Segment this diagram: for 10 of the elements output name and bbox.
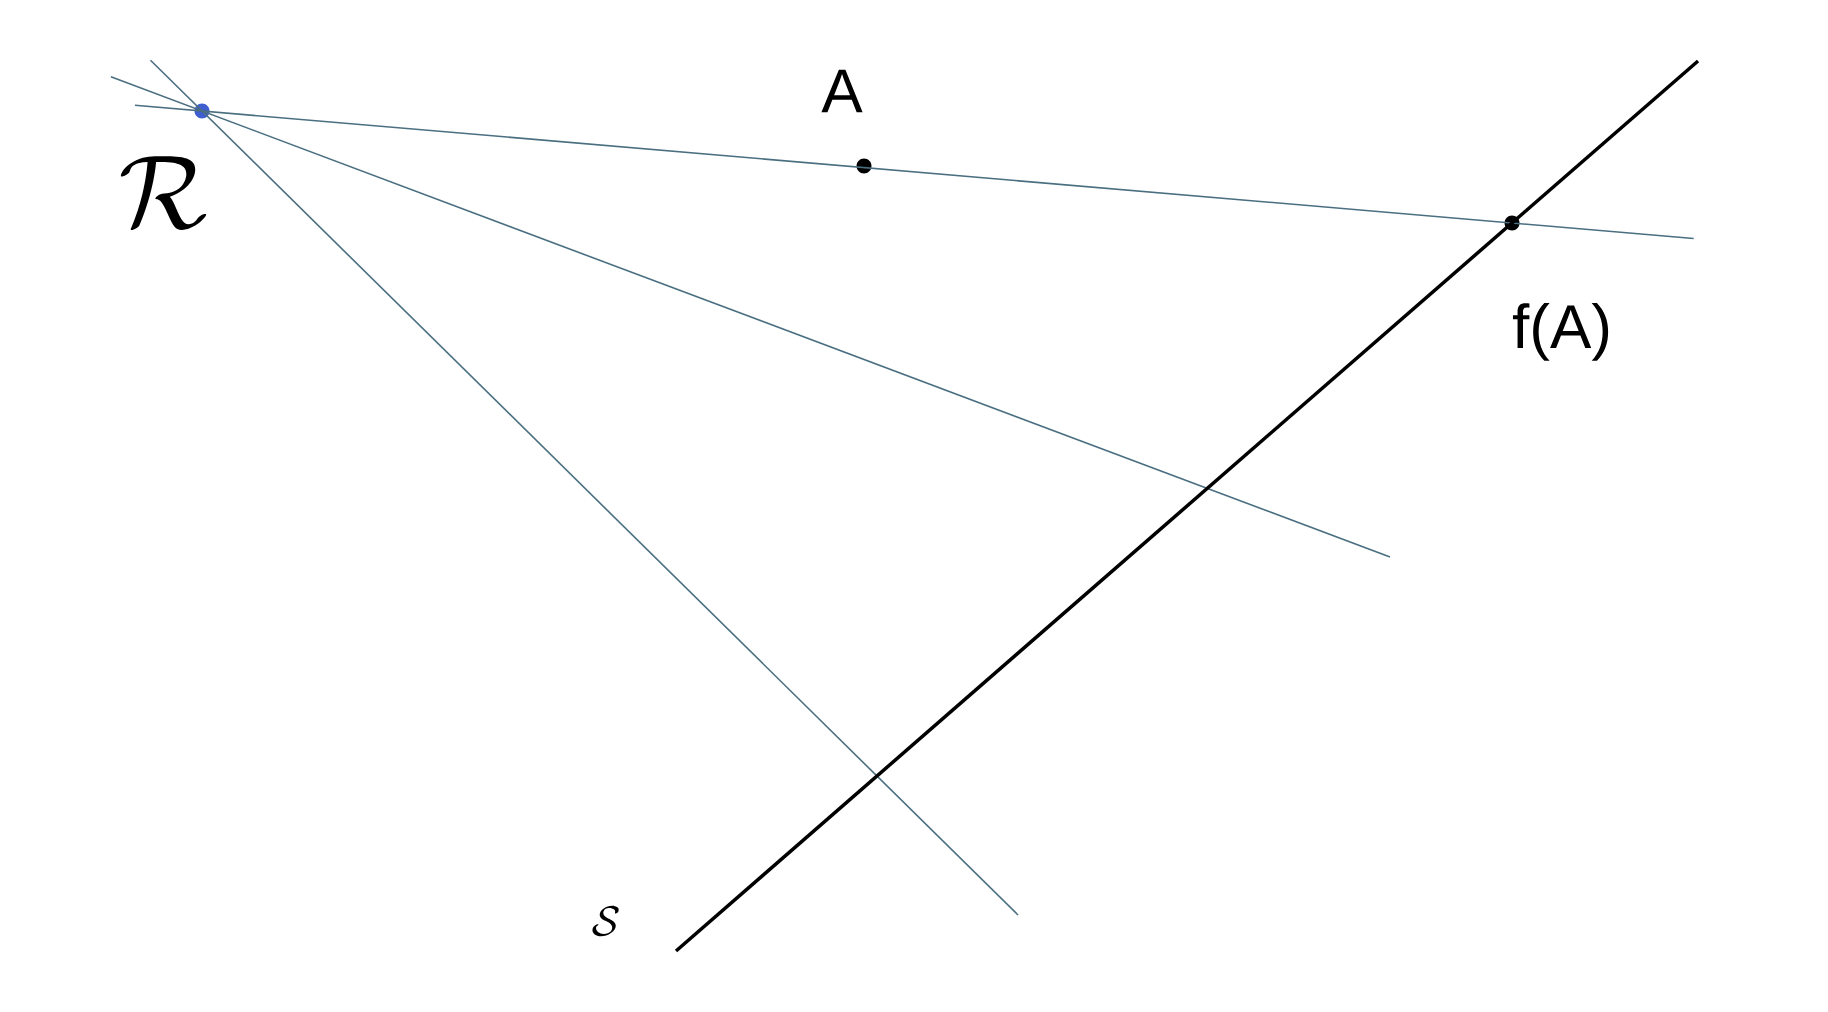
point-label: f(A) (1512, 303, 1609, 361)
line-label: $\mathcal{S}$ (592, 905, 619, 937)
point-label: A (821, 69, 863, 113)
point-label: $\mathcal{R}$ (120, 156, 207, 230)
point (194, 103, 210, 119)
point (856, 158, 872, 174)
point (1504, 215, 1520, 231)
ray (134, 104, 1695, 240)
ray (149, 59, 1019, 916)
ray (110, 76, 1391, 558)
